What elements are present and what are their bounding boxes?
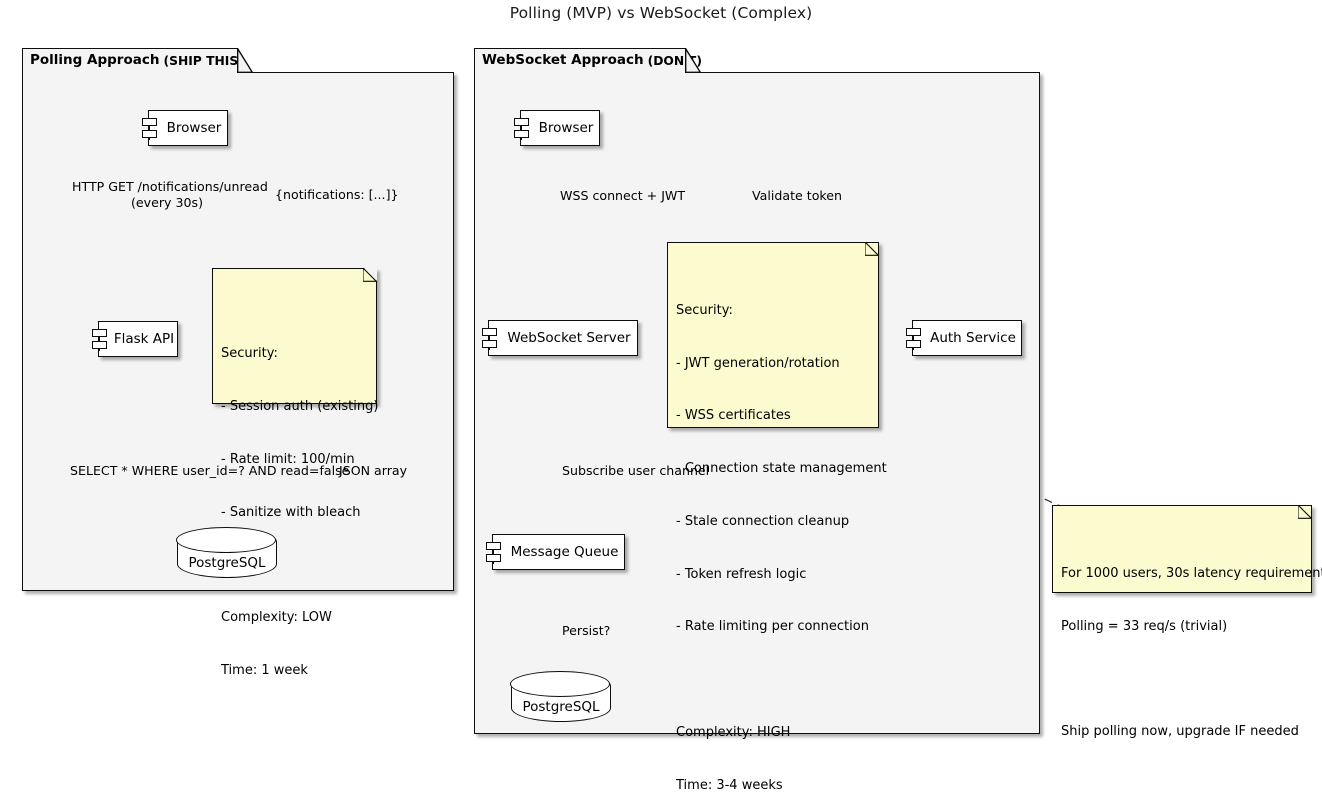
component-port-icon-bottom (482, 340, 497, 348)
component-port-icon-bottom (92, 341, 107, 349)
note-line: Time: 3-4 weeks (676, 777, 783, 793)
component-port-icon-top (486, 542, 501, 550)
note-line: - JWT generation/rotation (676, 355, 840, 371)
note-line: - Stale connection cleanup (676, 513, 850, 529)
package-polling-qualifier: (SHIP THIS) (163, 53, 244, 68)
note-verdict: For 1000 users, 30s latency requirement:… (1052, 505, 1322, 739)
component-port-icon-bottom (486, 554, 501, 562)
note-line: Security: (676, 302, 733, 318)
note-line: - Session auth (existing) (221, 399, 379, 415)
note-line: - Rate limiting per connection (676, 619, 869, 635)
component-websocket-server[interactable]: WebSocket Server (482, 320, 638, 356)
component-label: Browser (538, 120, 594, 136)
edge-label-wss-connect: WSS connect + JWT (560, 188, 686, 203)
database-top-ellipse (509, 670, 610, 697)
package-websocket-tab: WebSocket Approach (DON'T) (474, 48, 702, 73)
database-postgresql-websocket[interactable]: PostgreSQL (509, 670, 611, 722)
component-port-icon-top (482, 328, 497, 336)
note-line: For 1000 users, 30s latency requirement: (1061, 565, 1322, 581)
package-polling-tab-fold (237, 48, 253, 73)
component-port-icon-bottom (142, 130, 157, 138)
note-line (1061, 670, 1302, 688)
note-line: Security: (221, 346, 278, 362)
note-line: - Token refresh logic (676, 566, 807, 582)
note-fold-icon (865, 242, 879, 256)
component-bar (489, 328, 491, 350)
note-line: Complexity: LOW (221, 610, 332, 626)
component-bar (493, 542, 495, 564)
component-label: Flask API (113, 331, 175, 347)
database-label: PostgreSQL (522, 699, 600, 715)
note-fold-icon (1298, 505, 1312, 519)
component-bar (521, 118, 523, 140)
package-websocket-title: WebSocket Approach (482, 52, 644, 69)
edge-label-http-get: HTTP GET /notifications/unread (every 30… (72, 179, 268, 210)
note-line: - Connection state management (676, 461, 887, 477)
component-browser-polling[interactable]: Browser (142, 110, 228, 146)
component-message-queue[interactable]: Message Queue (486, 534, 625, 570)
note-websocket-security: Security: - JWT generation/rotation - WS… (667, 242, 887, 793)
page-title: Polling (MVP) vs WebSocket (Complex) (509, 4, 813, 22)
note-line: Ship polling now, upgrade IF needed (1061, 724, 1299, 740)
component-auth-service[interactable]: Auth Service (906, 320, 1022, 356)
component-port-icon-top (514, 118, 529, 126)
package-polling-title: Polling Approach (30, 52, 160, 69)
component-port-icon-top (92, 329, 107, 337)
database-postgresql-polling[interactable]: PostgreSQL (175, 526, 277, 578)
component-port-icon-top (142, 118, 157, 126)
component-bar (913, 328, 915, 350)
note-line: - WSS certificates (676, 408, 791, 424)
component-label: WebSocket Server (507, 330, 631, 346)
component-bar (149, 118, 151, 140)
note-line: - Rate limit: 100/min (221, 451, 355, 467)
edge-label-subscribe-channel: Subscribe user channel (562, 463, 710, 478)
note-fold-icon (363, 268, 377, 282)
edge-label-sql-select: SELECT * WHERE user_id=? AND read=false (70, 463, 350, 478)
edge-label-validate-token: Validate token (752, 188, 842, 203)
component-browser-websocket[interactable]: Browser (514, 110, 600, 146)
component-label: Browser (166, 120, 222, 136)
note-line (676, 671, 869, 689)
note-line: Polling = 33 req/s (trivial) (1061, 618, 1228, 634)
edge-label-persist: Persist? (562, 623, 611, 638)
database-label: PostgreSQL (188, 555, 266, 571)
component-label: Message Queue (510, 544, 619, 560)
note-line: Time: 1 week (221, 663, 308, 679)
edge-label-notifications-response: {notifications: [...]} (275, 187, 399, 202)
component-port-icon-top (906, 328, 921, 336)
edge-label-json-array: JSON array (339, 463, 408, 478)
component-flask-api[interactable]: Flask API (92, 321, 178, 357)
note-line: Complexity: HIGH (676, 725, 791, 741)
package-polling-tab: Polling Approach (SHIP THIS) (22, 48, 244, 73)
component-port-icon-bottom (514, 130, 529, 138)
note-line: - Sanitize with bleach (221, 504, 361, 520)
component-label: Auth Service (930, 330, 1016, 346)
note-line (221, 557, 367, 575)
component-bar (99, 329, 101, 351)
package-websocket-tab-fold (685, 48, 701, 73)
note-flask-security: Security: - Session auth (existing) - Ra… (212, 268, 378, 678)
component-port-icon-bottom (906, 340, 921, 348)
